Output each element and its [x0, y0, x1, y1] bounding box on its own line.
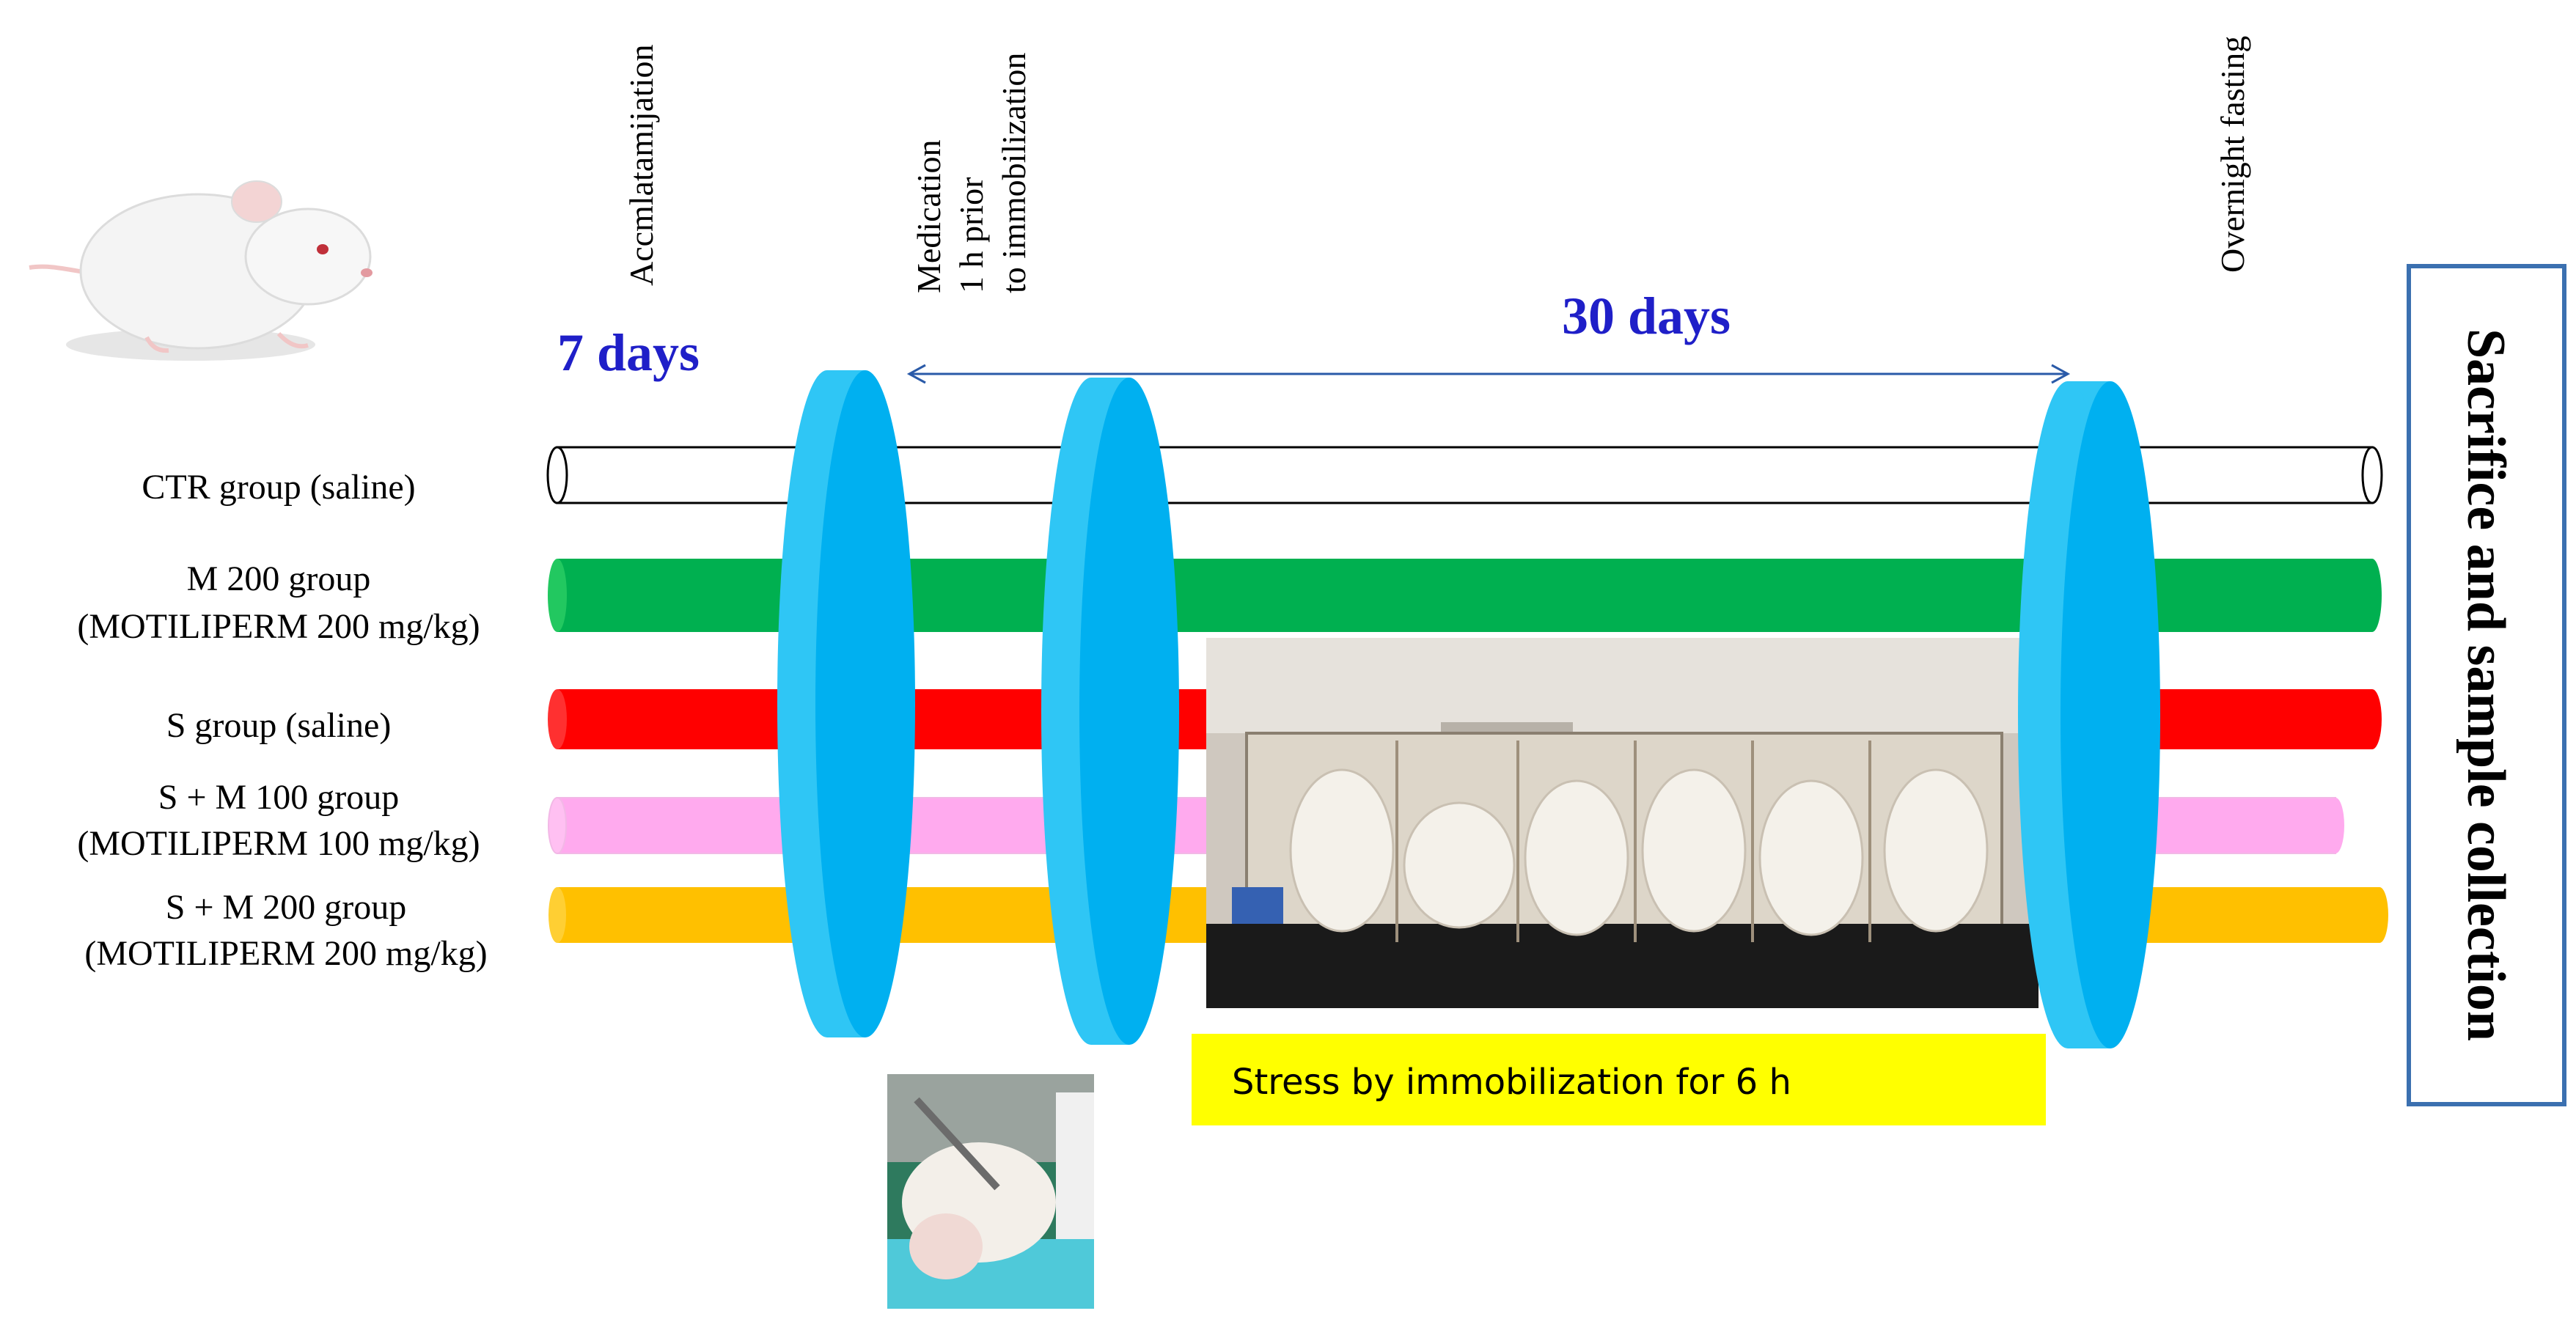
medication-line-3: to immobilization [995, 53, 1032, 293]
medication-line-2: 1 h prior [953, 177, 990, 293]
group-label-sm100-line1: S + M 100 group [158, 778, 399, 817]
acclimatization-label: Accmlatamijation [623, 44, 660, 286]
group-label-m200-line2: (MOTILIPERM 200 mg/kg) [77, 607, 480, 646]
thirty-days-label: 30 days [1562, 287, 1731, 345]
medication-label: Medication 1 h prior to immobilization [910, 53, 1032, 293]
thirty-days-arrow [906, 364, 2071, 384]
group-label-sm100-line2: (MOTILIPERM 100 mg/kg) [77, 824, 480, 863]
white-rat-icon [29, 180, 373, 361]
disc-stress-end [2018, 381, 2160, 1048]
group-label-ctr: CTR group (saline) [142, 468, 415, 507]
stress-label-box: Stress by immobilization for 6 h [1192, 1034, 2046, 1125]
group-labels: CTR group (saline) M 200 group (MOTILIPE… [77, 468, 487, 973]
seven-days-label: 7 days [557, 323, 700, 382]
overnight-fasting-label: Overnight fasting [2214, 36, 2251, 273]
group-label-sm200-line1: S + M 200 group [166, 888, 406, 927]
disc-acclimatization-end [777, 370, 915, 1037]
sacrifice-box: Sacrifice and sample collection [2407, 264, 2566, 1106]
medication-line-1: Medication [910, 140, 947, 294]
stress-label: Stress by immobilization for 6 h [1232, 1062, 1791, 1103]
rat-restraint-cage-photo [1206, 638, 2039, 1008]
group-label-sm200-line2: (MOTILIPERM 200 mg/kg) [84, 934, 487, 973]
checkpoint-discs [777, 370, 2160, 1048]
group-label-s: S group (saline) [166, 706, 392, 745]
group-label-m200-line1: M 200 group [187, 559, 371, 598]
sacrifice-label: Sacrifice and sample collection [2456, 328, 2516, 1041]
disc-stress-start [1041, 378, 1179, 1045]
rat-injection-photo [887, 1074, 1094, 1309]
